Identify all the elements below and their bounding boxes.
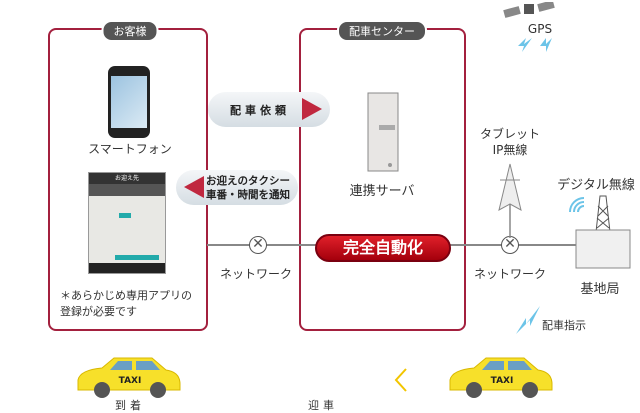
smartphone-label: スマートフォン	[88, 142, 172, 156]
network-node-icon: ✕	[249, 236, 267, 254]
dispatch-instruction-label: 配車指示	[542, 319, 586, 332]
chevron-left-icon	[394, 368, 407, 392]
server-label: 連携サーバ	[349, 184, 415, 199]
dispatch-request-arrow: 配車依頼	[208, 92, 330, 127]
taxi-icon: TAXI	[449, 357, 553, 398]
taxi-icon: TAXI	[77, 357, 181, 398]
svg-text:TAXI: TAXI	[119, 376, 142, 386]
server-icon	[367, 92, 399, 172]
arrived-label: 到着	[115, 399, 145, 412]
network-node-icon: ✕	[501, 236, 519, 254]
app-screenshot: お迎え先	[88, 172, 166, 274]
arrow-left-icon	[184, 176, 204, 198]
app-title: お迎え先	[89, 173, 165, 184]
notify-arrow: お迎えのタクシー車番・時間を通知	[176, 170, 298, 205]
svg-text:TAXI: TAXI	[491, 376, 514, 386]
dispatch-center-label: 配車センター	[337, 20, 427, 42]
customer-label: お客様	[101, 20, 159, 42]
digital-radio-label: デジタル無線	[557, 178, 635, 193]
lightning-icon	[516, 306, 540, 334]
antenna-icon	[498, 163, 522, 238]
registration-note: ＊あらかじめ専用アプリの登録が必要です	[60, 289, 192, 318]
network-label-right: ネットワーク	[473, 267, 547, 281]
base-station-icon	[569, 195, 631, 269]
gps-label: GPS	[527, 22, 553, 36]
pickup-label: 迎車	[308, 399, 338, 412]
full-automation-badge: 完全自動化	[315, 234, 451, 262]
arrow-right-icon	[302, 98, 322, 120]
base-station-label: 基地局	[580, 282, 620, 297]
gps-satellite-icon	[503, 2, 555, 52]
network-label-left: ネットワーク	[219, 267, 293, 281]
smartphone-icon	[108, 66, 150, 138]
